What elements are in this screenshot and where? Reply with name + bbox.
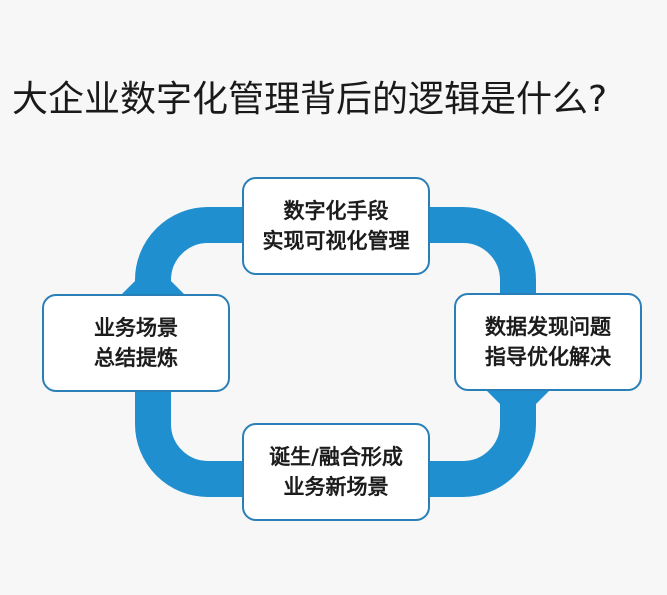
node-label: 数据发现问题 (485, 315, 611, 339)
arrow-down-icon (487, 391, 549, 422)
node-label: 指导优化解决 (485, 345, 611, 369)
node-label: 诞生/融合形成 (269, 445, 403, 469)
page-title: 大企业数字化管理背后的逻辑是什么? (12, 79, 608, 120)
node-business-scenario: 业务场景 总结提炼 (42, 294, 230, 392)
node-digital-means: 数字化手段 实现可视化管理 (242, 177, 430, 275)
node-label: 业务新场景 (283, 475, 389, 499)
arrow-up-icon (122, 263, 184, 294)
node-new-scenario: 诞生/融合形成 业务新场景 (242, 423, 430, 521)
node-label: 数字化手段 (283, 199, 389, 223)
node-label: 实现可视化管理 (262, 229, 410, 253)
node-label: 总结提炼 (94, 346, 178, 370)
node-label: 业务场景 (94, 316, 178, 340)
node-data-insight: 数据发现问题 指导优化解决 (454, 293, 642, 391)
